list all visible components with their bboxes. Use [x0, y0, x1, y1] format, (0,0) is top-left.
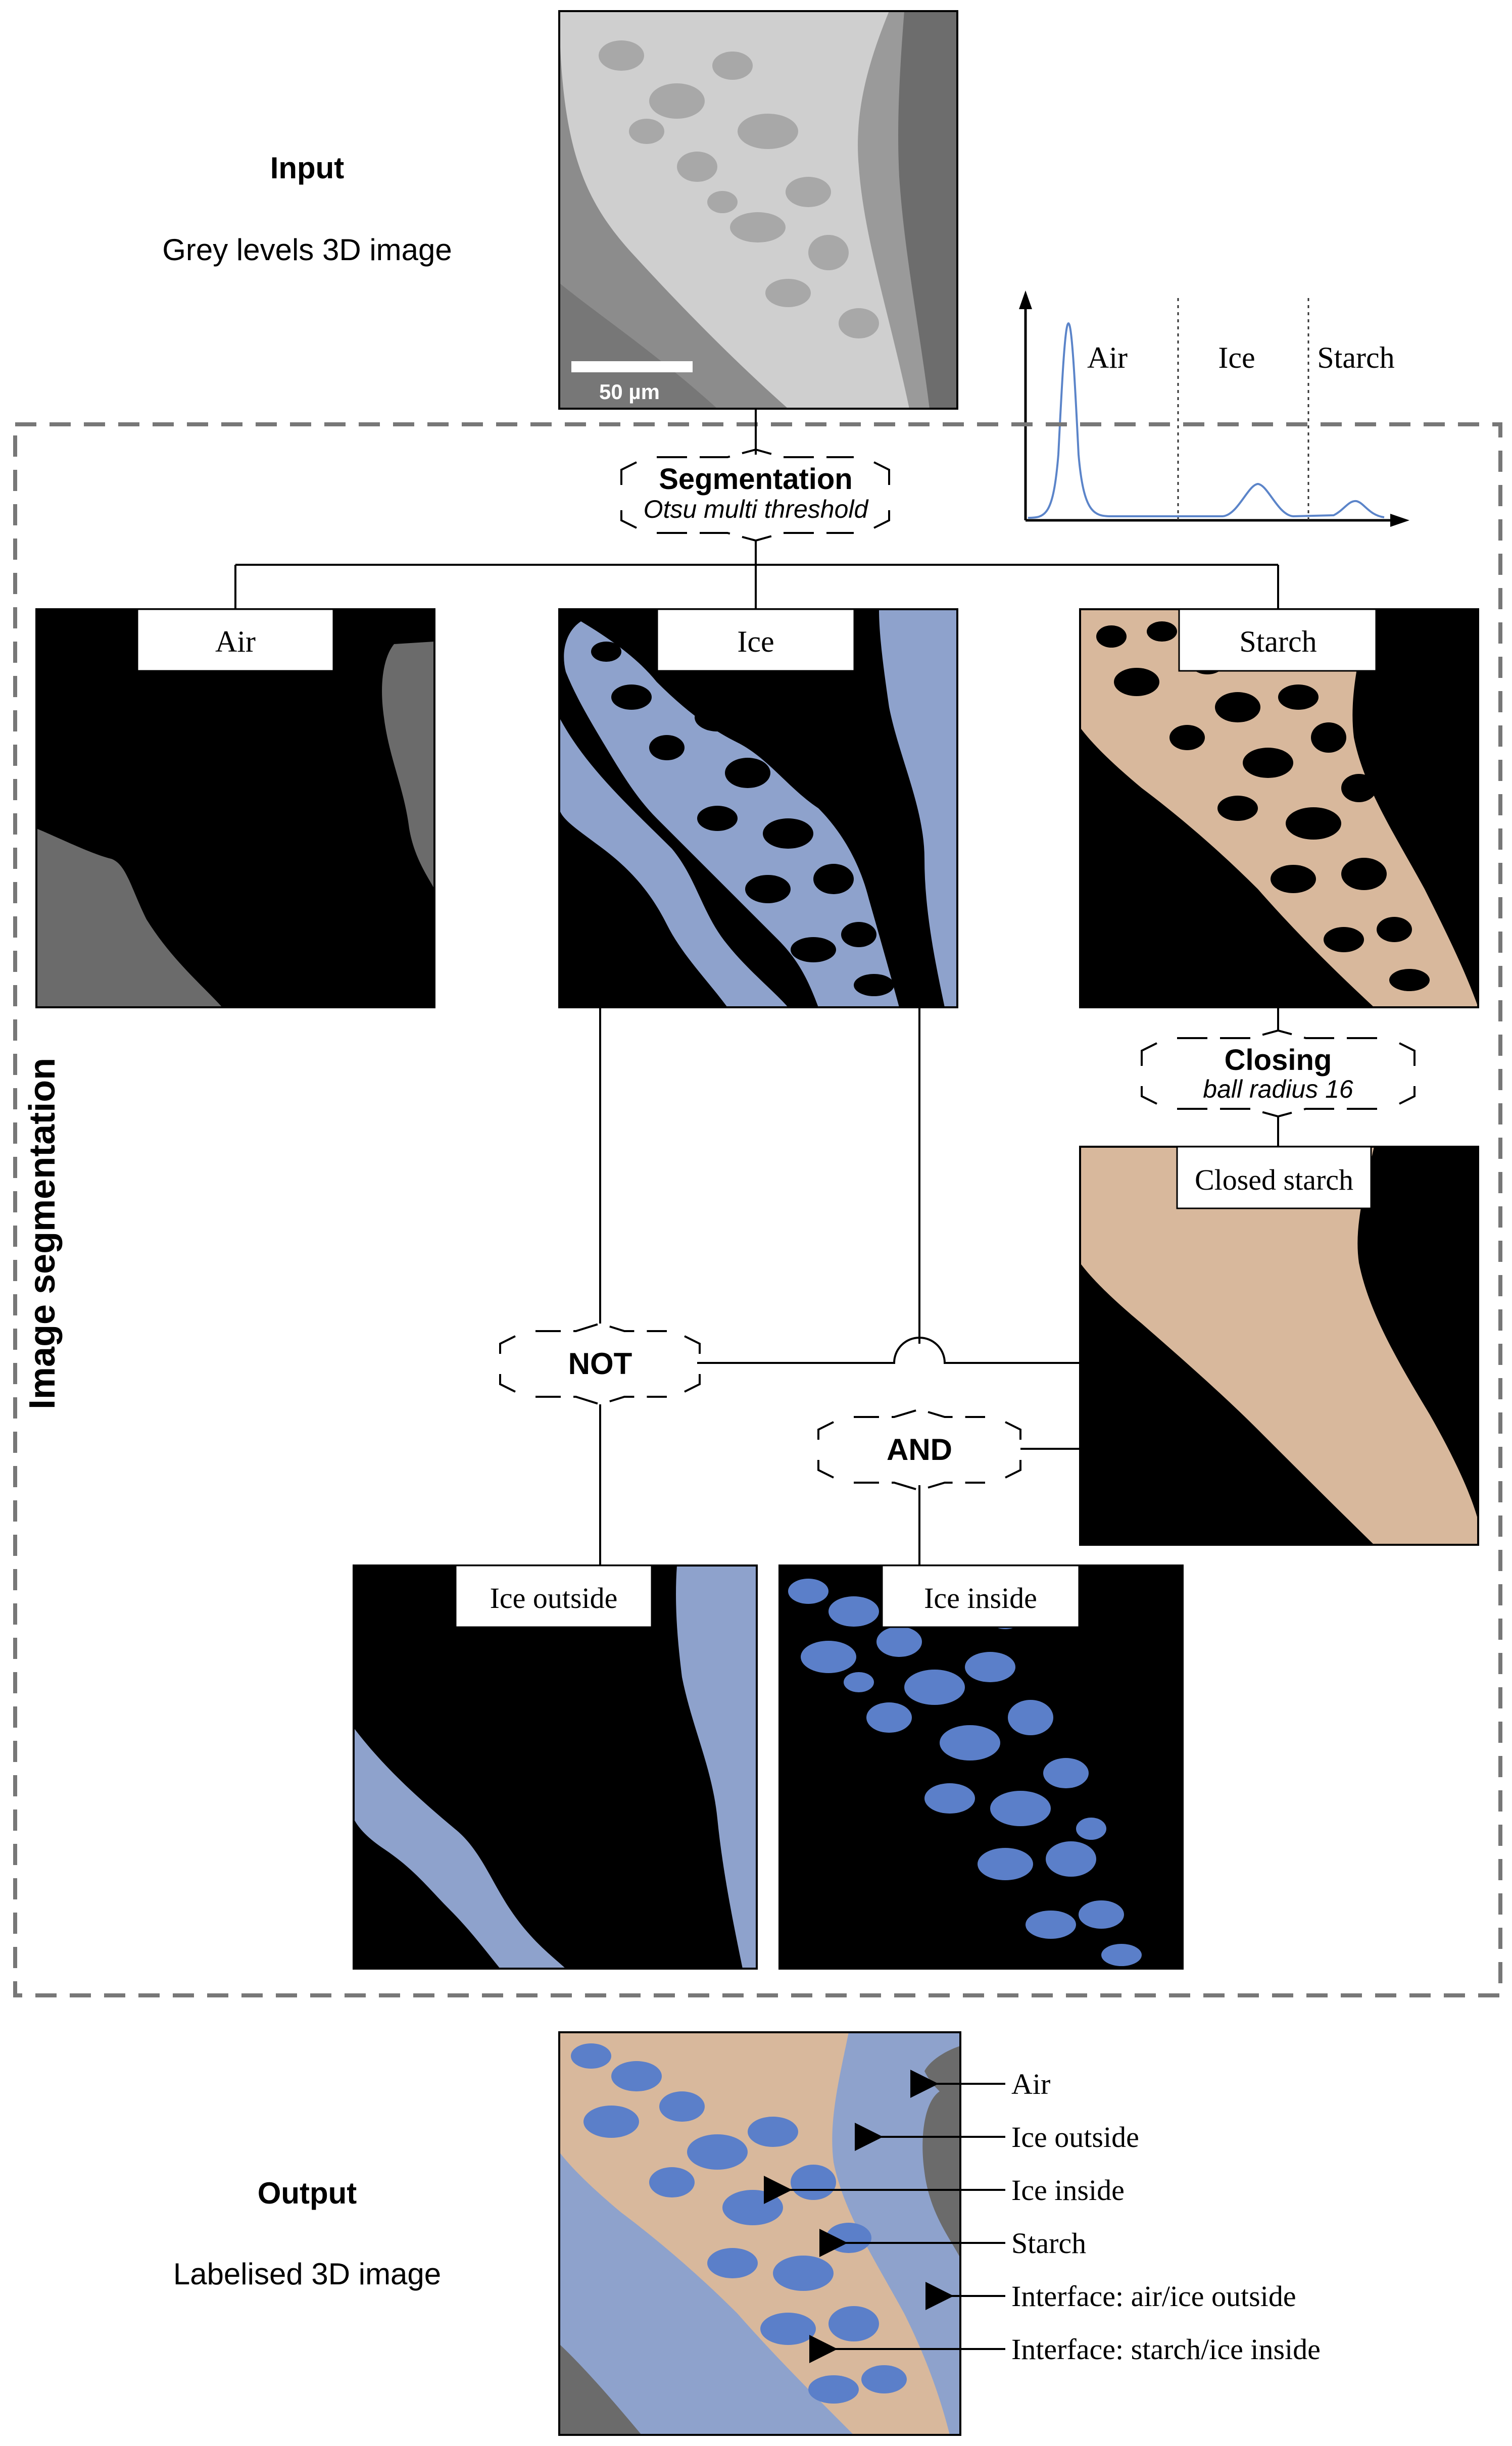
input-heading: Input [270, 151, 345, 185]
segmentation-op-box: Segmentation Otsu multi threshold [620, 448, 890, 542]
legend-interface-starch-ice-inside: Interface: starch/ice inside [1011, 2333, 1321, 2366]
input-grey-image: 50 µm [559, 11, 957, 409]
output-legend: Air Ice outside Ice inside Starch Interf… [1011, 2068, 1321, 2366]
closed-starch-tag [1176, 1146, 1372, 1209]
output-legend-arrows [764, 2070, 1005, 2363]
output-heading: Output [258, 2176, 357, 2210]
starch-panel [1080, 609, 1478, 1007]
legend-interface-air-ice-outside: Interface: air/ice outside [1011, 2280, 1296, 2313]
labelised-output-image [559, 2032, 960, 2435]
starch-panel-label: Starch [1239, 625, 1316, 658]
starch-tag [1178, 608, 1377, 672]
branch-connectors [234, 541, 1279, 609]
ice-inside-tag [881, 1564, 1080, 1628]
ice-inside-panel [779, 1566, 1183, 1969]
input-subtitle: Grey levels 3D image [162, 233, 452, 267]
histogram-label-ice: Ice [1218, 341, 1255, 374]
legend-ice-outside: Ice outside [1011, 2121, 1139, 2154]
and-label: AND [887, 1433, 952, 1466]
segmentation-method: Otsu multi threshold [644, 495, 869, 523]
input-image-frame [558, 10, 958, 410]
ice-outside-panel [354, 1566, 757, 1969]
x-axis-arrow [1390, 514, 1409, 527]
not-op-box: NOT [499, 1322, 701, 1406]
histogram-label-starch: Starch [1317, 341, 1394, 374]
and-op-box: AND [817, 1408, 1021, 1492]
not-label: NOT [568, 1347, 632, 1381]
legend-air: Air [1011, 2068, 1050, 2100]
legend-ice-inside: Ice inside [1011, 2174, 1125, 2207]
logic-connectors [599, 1007, 1080, 1566]
legend-starch: Starch [1011, 2227, 1086, 2260]
image-segmentation-frame [13, 422, 1502, 1997]
ice-outside-panel-label: Ice outside [490, 1582, 618, 1615]
air-tag [136, 608, 334, 672]
ice-outside-tag [455, 1564, 653, 1628]
segmentation-title: Segmentation [659, 463, 853, 496]
output-subtitle: Labelised 3D image [173, 2257, 441, 2291]
y-axis-arrow [1019, 290, 1032, 309]
closed-starch-panel-label: Closed starch [1195, 1163, 1353, 1196]
ice-panel [559, 609, 957, 1007]
closing-param: ball radius 16 [1203, 1075, 1353, 1103]
scale-bar-label: 50 µm [599, 380, 660, 404]
air-panel-label: Air [215, 625, 256, 658]
ice-panel-label: Ice [737, 625, 774, 658]
closing-title: Closing [1225, 1044, 1332, 1077]
closed-starch-panel [1080, 1147, 1478, 1545]
histogram-curve [1028, 322, 1385, 519]
closing-op-box: Closing ball radius 16 [1141, 1029, 1416, 1118]
air-panel [36, 609, 434, 1007]
image-segmentation-label: Image segmentation [22, 1058, 63, 1409]
histogram-chart: Air Ice Starch [1019, 290, 1409, 527]
ice-inside-panel-label: Ice inside [924, 1582, 1037, 1615]
histogram-label-air: Air [1087, 341, 1128, 374]
ice-tag [656, 608, 855, 672]
